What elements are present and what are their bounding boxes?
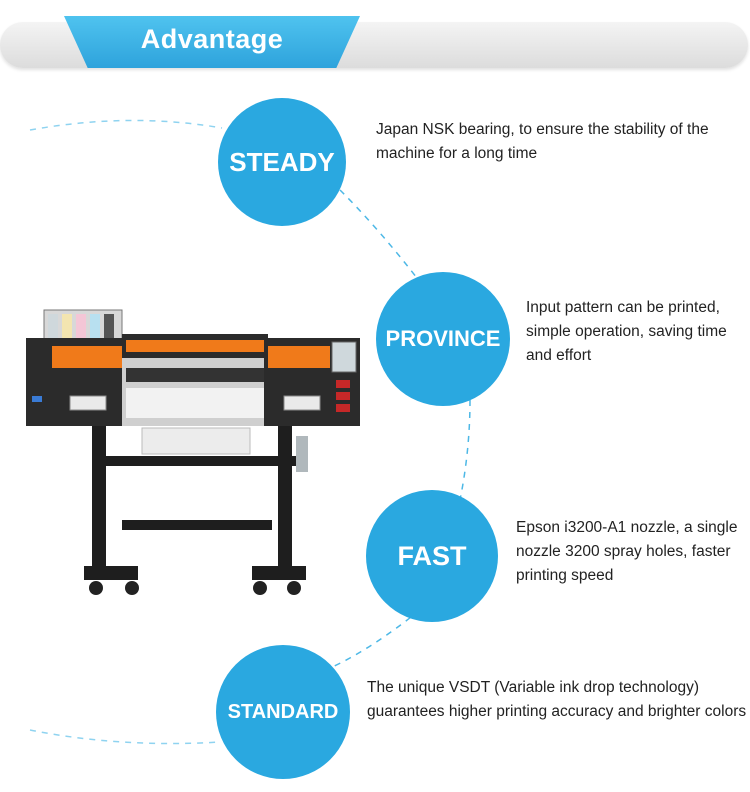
fast-description: Epson i3200-A1 nozzle, a single nozzle 3… [516,519,738,584]
standard-badge: STANDARD [216,645,350,779]
page-title: Advantage [140,23,284,54]
steady-badge: STEADY [218,98,346,226]
steady-description: Japan NSK bearing, to ensure the stabili… [376,121,709,162]
province-badge: PROVINCE [376,272,510,406]
printer-image [26,309,360,595]
province-description: Input pattern can be printed, simple ope… [526,299,727,364]
header-tab [64,16,360,68]
standard-description: The unique VSDT (Variable ink drop techn… [367,679,747,720]
fast-badge: FAST [366,490,498,622]
